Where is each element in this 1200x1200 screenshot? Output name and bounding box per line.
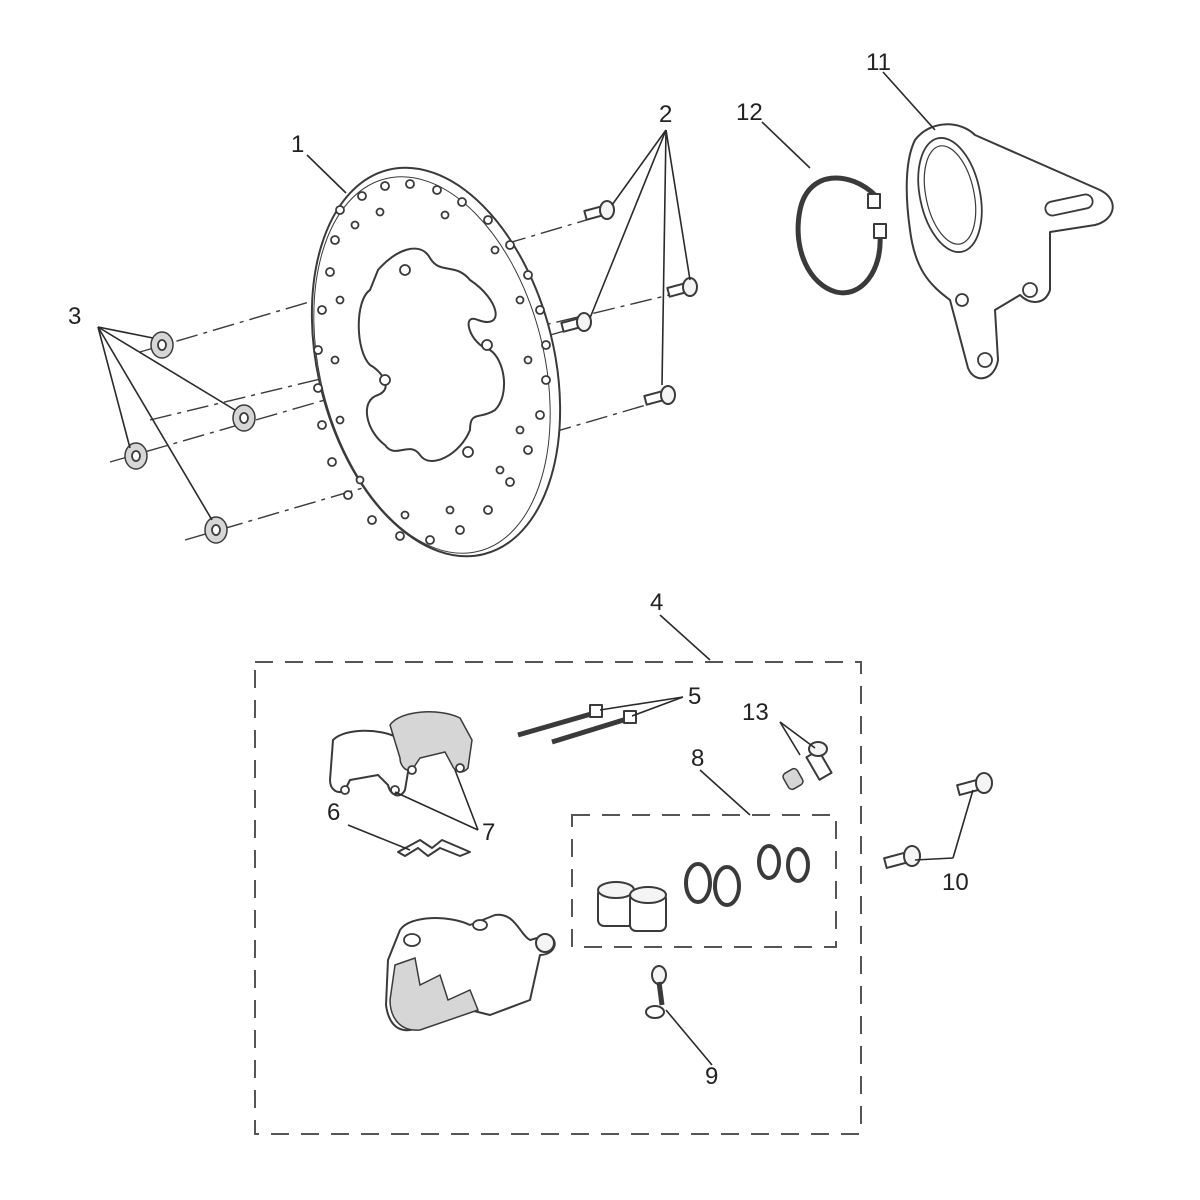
callout-13: 13 (742, 699, 769, 726)
callout-4: 4 (650, 589, 663, 616)
piston-seal-kit-box (571, 814, 837, 948)
callout-8: 8 (691, 745, 704, 772)
disc-bolt (560, 312, 592, 333)
pistons (597, 881, 667, 932)
flange-nut (232, 404, 256, 432)
piston-seals (684, 844, 810, 907)
disc-bolt (583, 200, 615, 221)
bracket-bolt (883, 845, 921, 869)
pad-pins (517, 704, 637, 745)
callout-11: 11 (866, 49, 891, 76)
bleed-nipple (782, 741, 833, 791)
callout-2: 2 (659, 101, 672, 128)
circlip (795, 175, 887, 296)
brake-pads (329, 711, 473, 797)
disc-bolts (560, 200, 698, 406)
bracket-bolts (883, 772, 993, 869)
callout-6: 6 (327, 799, 340, 826)
flange-nut (204, 516, 228, 544)
caliper-pin (645, 965, 667, 1019)
disc-vent-holes (313, 179, 551, 545)
callout-10: 10 (942, 869, 969, 896)
callout-9: 9 (705, 1063, 718, 1090)
callout-7: 7 (482, 819, 495, 846)
disc-mounting-holes (379, 264, 493, 458)
caliper-assembly-box (254, 661, 862, 1135)
callout-5: 5 (688, 683, 701, 710)
callout-3: 3 (68, 303, 81, 330)
disc-bolt (666, 277, 698, 298)
caliper-bracket (905, 123, 1114, 380)
leader-lines (97, 71, 974, 1066)
pad-spring (397, 839, 471, 857)
callout-1: 1 (291, 131, 304, 158)
callouts: 1 2 3 4 5 6 7 8 9 10 11 12 13 (68, 49, 969, 1090)
bracket-bolt (956, 772, 993, 796)
caliper-body (385, 913, 556, 1032)
disc-nuts (124, 331, 256, 544)
disc-bolt (643, 385, 676, 406)
flange-nut (150, 331, 174, 359)
flange-nut (124, 442, 148, 470)
callout-12: 12 (736, 99, 763, 126)
brake-disc (310, 166, 562, 558)
